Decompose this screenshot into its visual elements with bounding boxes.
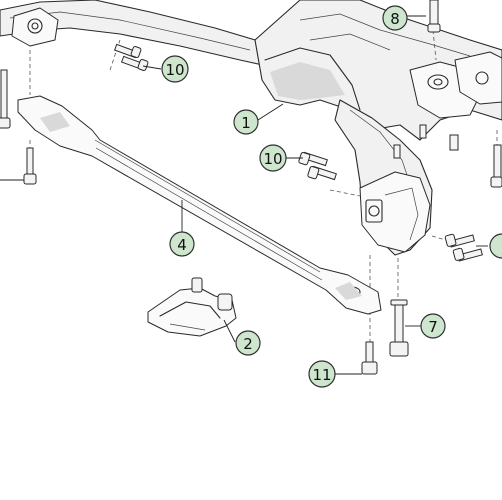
svg-text:8: 8 (390, 10, 400, 28)
callout-8: 8 (382, 5, 408, 31)
subframe-part-1 (0, 0, 502, 256)
callout-10-upper: 10 (161, 55, 189, 83)
svg-text:4: 4 (177, 236, 187, 254)
svg-text:2: 2 (243, 335, 253, 353)
bolt-pair-right (444, 233, 483, 262)
callout-partial-right (489, 233, 502, 259)
bolt-8 (427, 0, 441, 33)
bolt-7 (389, 299, 409, 357)
bolt-11 (361, 341, 378, 375)
bolt-left-lower (0, 147, 37, 185)
leader-lines (142, 15, 488, 375)
bolt-left-upper (0, 69, 11, 129)
bolts (0, 0, 502, 375)
svg-text:11: 11 (312, 366, 331, 384)
svg-text:10: 10 (263, 150, 282, 168)
callout-10-middle: 10 (259, 144, 287, 172)
svg-text:7: 7 (428, 318, 438, 336)
bolt-far-right (490, 144, 502, 188)
callout-1: 1 (233, 109, 259, 135)
bolt-pair-10-middle (298, 151, 337, 181)
svg-text:1: 1 (241, 114, 251, 132)
callout-4: 4 (169, 231, 195, 257)
tie-bar-part-4 (17, 95, 382, 315)
bolt-pair-10-upper (113, 43, 149, 72)
callout-11: 11 (308, 360, 336, 388)
callout-7: 7 (420, 313, 446, 339)
svg-text:10: 10 (165, 61, 184, 79)
callout-2: 2 (235, 330, 261, 356)
bracket-part-2 (147, 277, 237, 337)
